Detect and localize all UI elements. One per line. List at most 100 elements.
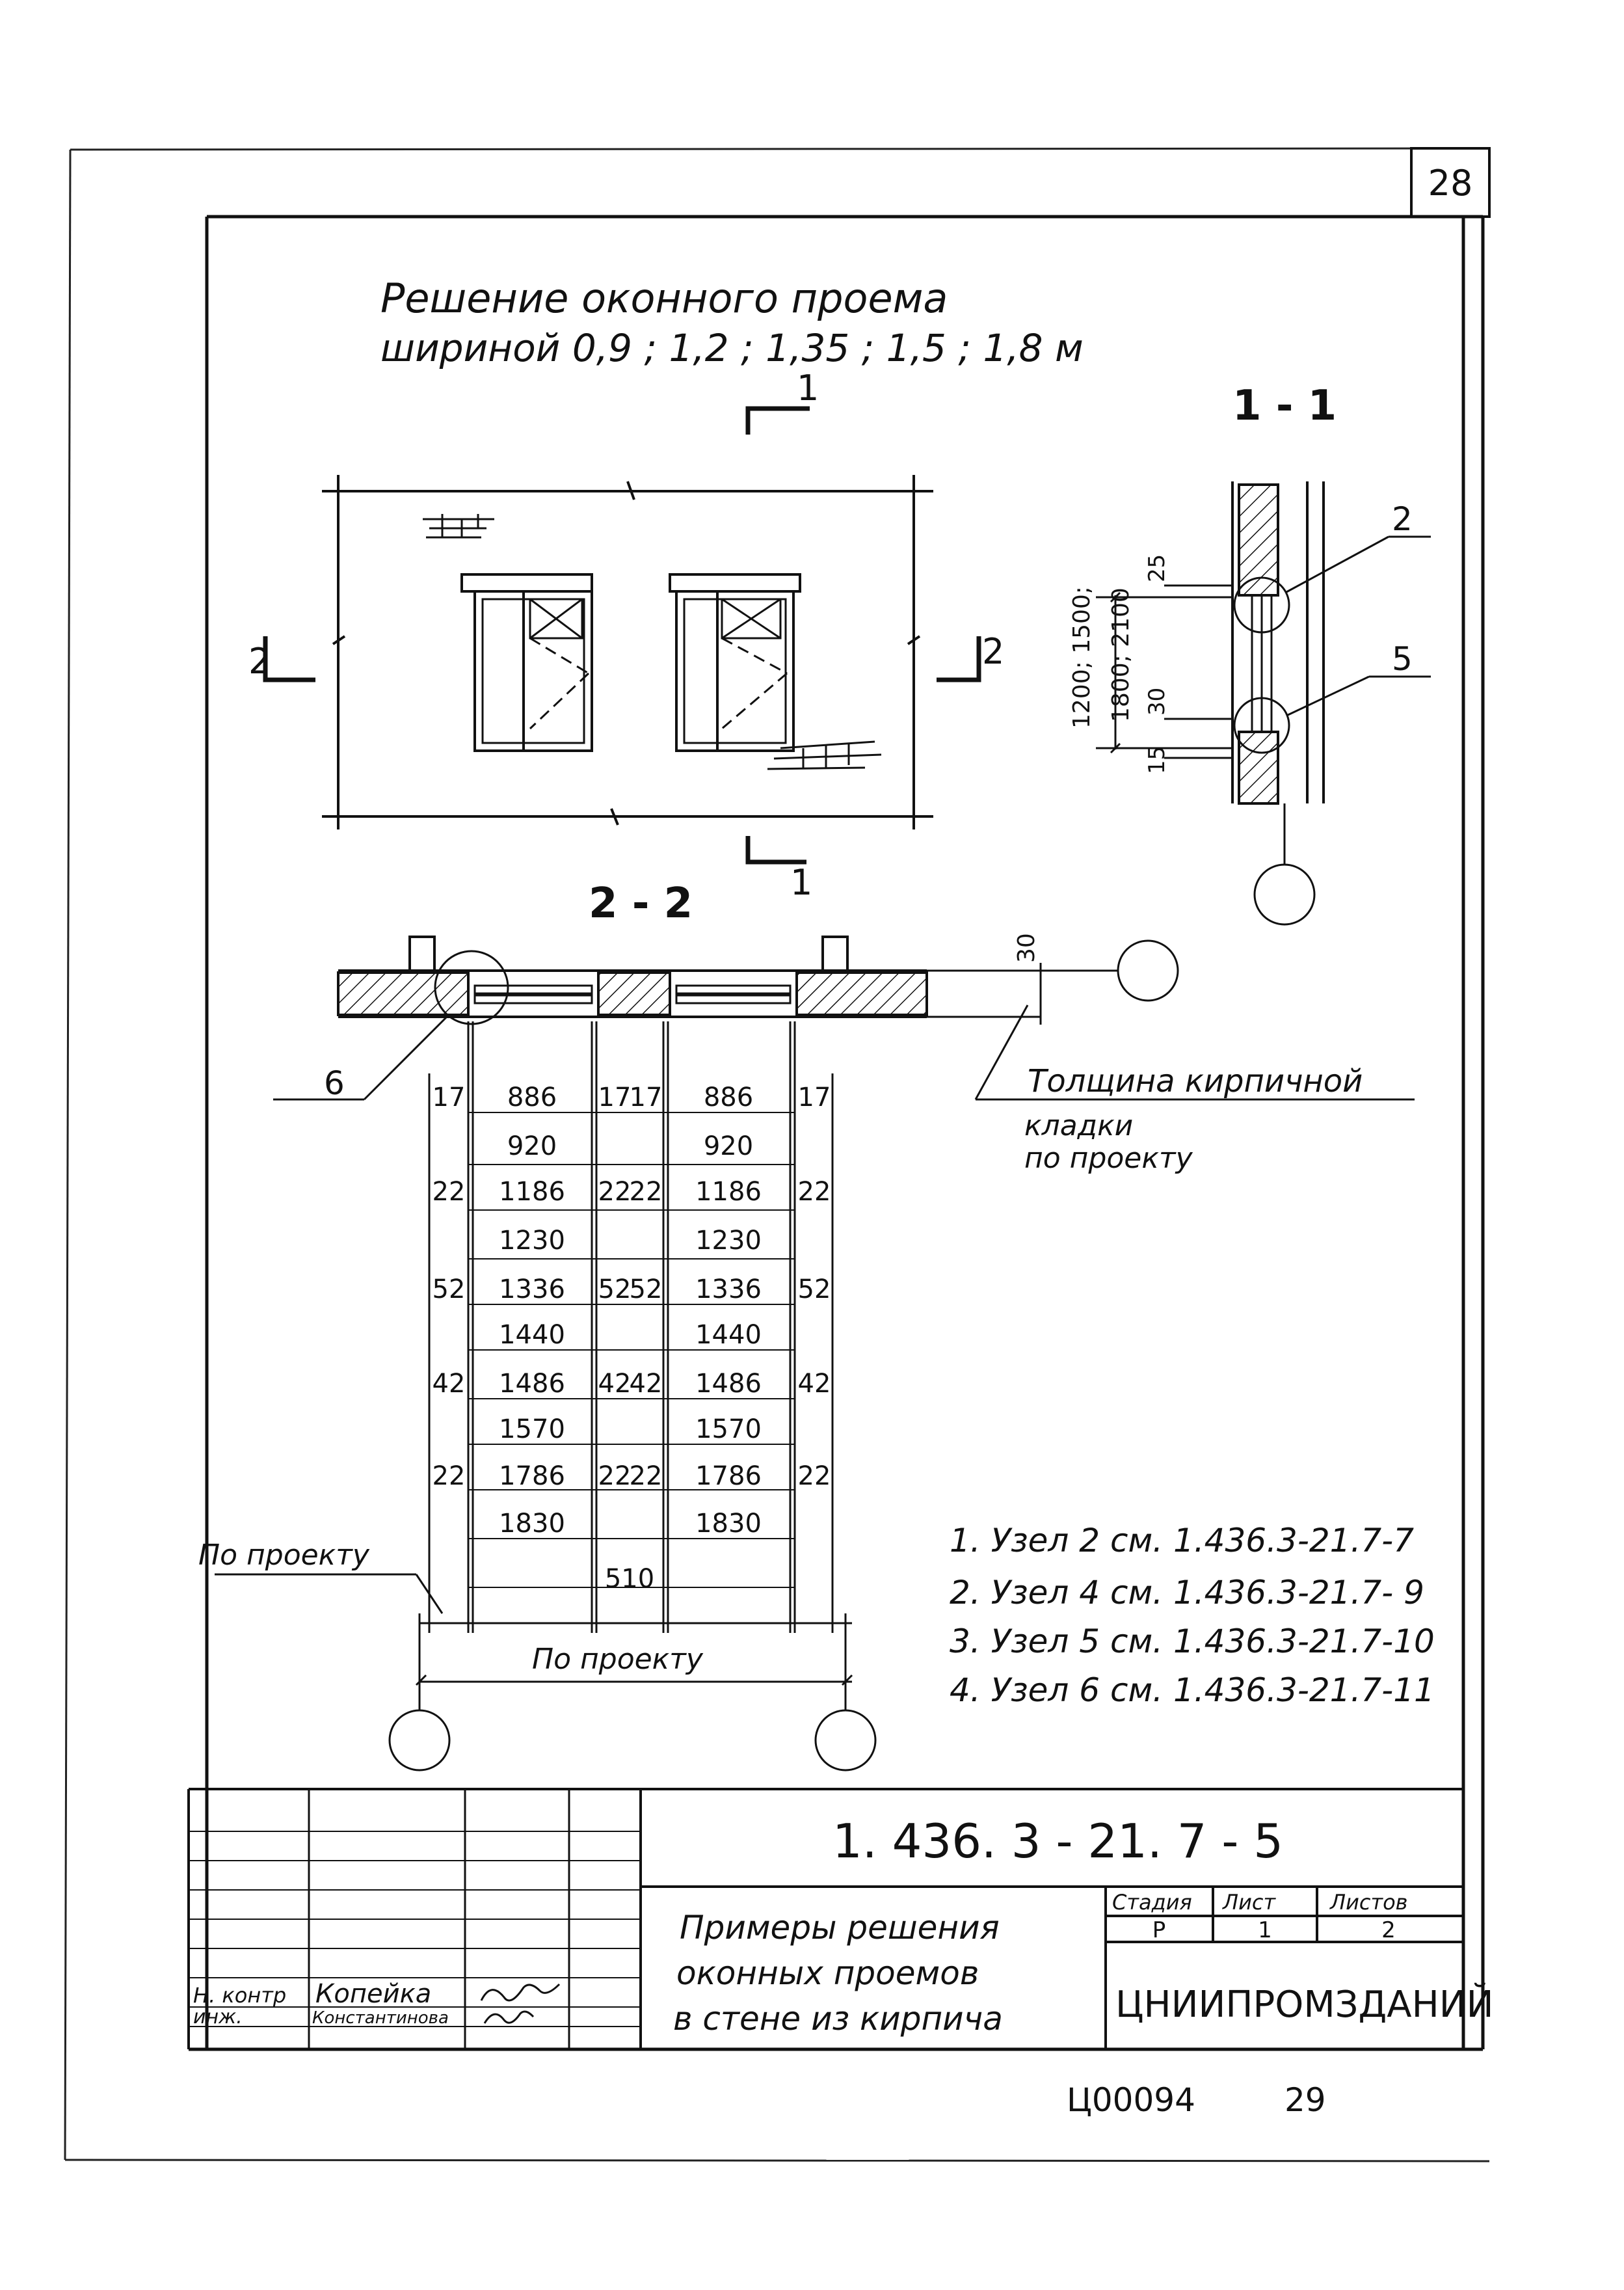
sheet-value: 1 — [1258, 1917, 1272, 1943]
role-1: Н. контр — [193, 1983, 286, 2008]
wall-note-line2: кладки — [1024, 1109, 1133, 1142]
section-2-2-drawing — [273, 936, 1415, 1101]
dim-mid-left: 22 — [598, 1177, 632, 1207]
note-2: 2. Узел 4 см. 1.436.3-21.7- 9 — [950, 1574, 1424, 1611]
section-2-2-title: 2 - 2 — [589, 880, 693, 928]
dim-opening-2: 1186 — [695, 1177, 762, 1207]
dim-frame: 1570 — [499, 1414, 565, 1444]
page-number: 28 — [1428, 163, 1473, 204]
note-1: 1. Узел 2 см. 1.436.3-21.7-7 — [950, 1522, 1414, 1559]
title-block — [187, 1788, 1463, 2049]
stage-value: Р — [1152, 1917, 1166, 1943]
dim-row-2: 22 1186 22 22 1186 22 1230 1230 — [433, 1177, 831, 1256]
dim-table-lines — [215, 1021, 853, 1711]
org-name: ЦНИИПРОМЗДАНИЙ — [1115, 1983, 1494, 2026]
dim-left-edge: 22 — [433, 1177, 466, 1207]
dim-frame-2: 1230 — [695, 1226, 762, 1256]
dim-opening: 1336 — [499, 1274, 565, 1304]
dim-opening-2: 1786 — [695, 1461, 762, 1491]
dim-1-1-30: 30 — [1144, 688, 1170, 716]
dim-frame-2: 1830 — [695, 1509, 762, 1539]
brick-texture — [423, 514, 882, 770]
name-2: Константинова — [312, 2008, 449, 2028]
cut-label-1-top: 1 — [797, 368, 819, 409]
dim-left-edge: 42 — [433, 1369, 466, 1399]
dim-1-1-height-b: 1800; 2100 — [1108, 587, 1134, 722]
outer-border — [64, 147, 1490, 2162]
name-1: Копейка — [315, 1979, 431, 2009]
dim-opening: 886 — [507, 1083, 557, 1112]
dim-mid-right: 22 — [630, 1177, 663, 1207]
dim-1-1-15: 15 — [1144, 746, 1170, 774]
po-proektu-left: По проекту — [198, 1539, 370, 1572]
doc-description-line3: в стене из кирпича — [673, 2000, 1003, 2038]
dim-mid-left: 22 — [598, 1461, 632, 1491]
cut-label-1-bottom: 1 — [790, 862, 812, 903]
cut-mark-1 — [745, 406, 810, 865]
dim-mid-right: 22 — [630, 1461, 663, 1491]
dim-30: 30 — [1013, 933, 1040, 963]
dim-mid-right: 42 — [630, 1369, 663, 1399]
dim-left-edge: 52 — [433, 1274, 466, 1304]
note-4: 4. Узел 6 см. 1.436.3-21.7-11 — [950, 1671, 1435, 1709]
dim-left-edge: 22 — [433, 1461, 466, 1491]
cut-mark-2 — [263, 636, 981, 682]
dim-frame: 920 — [507, 1131, 557, 1161]
section-1-1-title: 1 - 1 — [1232, 382, 1337, 430]
po-proektu-bottom: По проекту — [532, 1643, 704, 1676]
sheet-header: Лист — [1222, 1890, 1276, 1915]
dim-table-tick-rows — [468, 1112, 795, 1588]
window-elevation — [322, 475, 933, 829]
dim-right-edge: 17 — [798, 1083, 831, 1112]
dim-opening: 1786 — [499, 1461, 565, 1491]
dim-left-edge: 17 — [433, 1083, 466, 1112]
cut-label-2-right: 2 — [982, 631, 1004, 672]
pier-dim: 510 — [605, 1564, 654, 1594]
dim-frame: 1440 — [499, 1320, 565, 1350]
dim-opening-2: 1486 — [695, 1369, 762, 1399]
bottom-page: 29 — [1285, 2081, 1326, 2119]
dim-opening-2: 886 — [704, 1083, 753, 1112]
dim-frame-2: 920 — [704, 1131, 753, 1161]
drawing-title-line1: Решение оконного проема — [380, 275, 948, 322]
dim-mid-right: 52 — [630, 1274, 663, 1304]
dim-1-1-height-a: 1200; 1500; — [1069, 586, 1095, 729]
wall-note-line1: Толщина кирпичной — [1028, 1063, 1363, 1099]
dim-right-edge: 42 — [798, 1369, 831, 1399]
dim-mid-right: 17 — [630, 1083, 663, 1112]
dim-opening: 1186 — [499, 1177, 565, 1207]
page-number-box: 28 — [1410, 147, 1491, 218]
dim-opening-2: 1336 — [695, 1274, 762, 1304]
doc-code: 1. 436. 3 - 21. 7 - 5 — [832, 1814, 1283, 1868]
doc-description-line1: Примеры решения — [680, 1909, 1000, 1946]
dim-opening: 1486 — [499, 1369, 565, 1399]
node-label-2: 2 — [1392, 500, 1413, 538]
sheets-value: 2 — [1381, 1917, 1396, 1943]
dim-frame: 1230 — [499, 1226, 565, 1256]
drawing-title-line2: шириной 0,9 ; 1,2 ; 1,35 ; 1,5 ; 1,8 м — [380, 326, 1084, 370]
doc-description-line2: оконных проемов — [676, 1954, 979, 1992]
dim-right-edge: 52 — [798, 1274, 831, 1304]
dim-right-edge: 22 — [798, 1461, 831, 1491]
dim-frame-2: 1570 — [695, 1414, 762, 1444]
dim-row-5: 22 1786 22 22 1786 22 1830 1830 — [433, 1461, 831, 1539]
cut-label-2-left: 2 — [248, 641, 271, 682]
section-1-1-drawing — [1096, 481, 1431, 926]
dim-row-1: 17 886 17 17 886 17 920 920 — [433, 1083, 831, 1161]
notes-list: 1. Узел 2 см. 1.436.3-21.7-7 2. Узел 4 с… — [950, 1522, 1435, 1709]
dim-mid-left: 42 — [598, 1369, 632, 1399]
wall-note-line3: по проекту — [1024, 1142, 1193, 1175]
node-label-6: 6 — [324, 1064, 345, 1102]
dim-row-4: 42 1486 42 42 1486 42 1570 1570 — [433, 1369, 831, 1444]
stage-header: Стадия — [1112, 1890, 1192, 1915]
axis-markers — [388, 1709, 877, 1771]
signatures — [480, 1983, 561, 2024]
dim-frame: 1830 — [499, 1509, 565, 1539]
sheets-header: Листов — [1329, 1890, 1408, 1915]
dim-frame-2: 1440 — [695, 1320, 762, 1350]
dim-1-1-25: 25 — [1144, 554, 1170, 582]
node-label-5: 5 — [1392, 640, 1413, 678]
note-3: 3. Узел 5 см. 1.436.3-21.7-10 — [950, 1623, 1435, 1660]
bottom-code: Ц00094 — [1067, 2081, 1195, 2119]
